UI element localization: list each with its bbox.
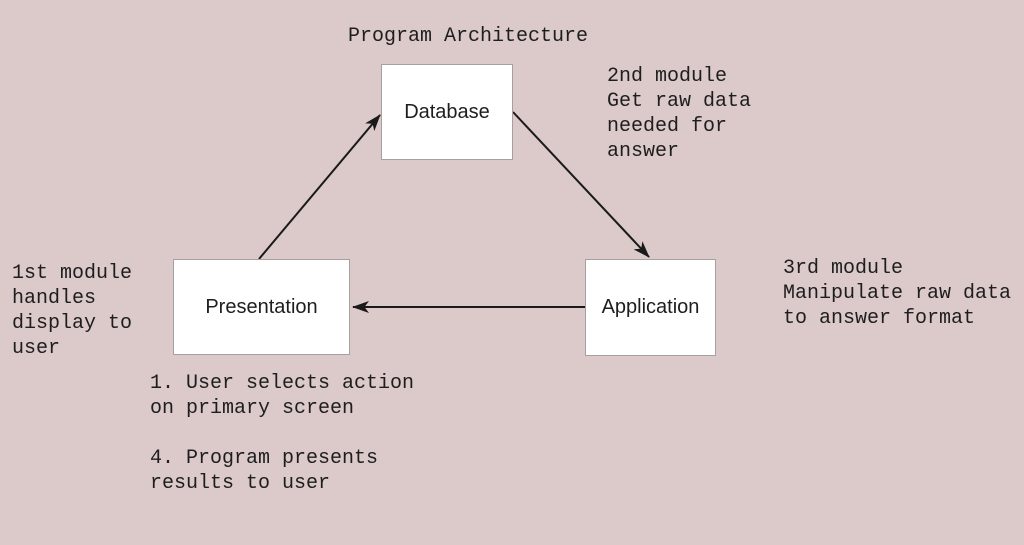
node-application: Application xyxy=(585,259,716,356)
annotation-step1: 1. User selects action on primary screen xyxy=(150,372,415,420)
annotation-module2: 2nd module Get raw data needed for answe… xyxy=(607,65,752,163)
node-database-label: Database xyxy=(404,100,490,123)
annotation-step4: 4. Program presents results to user xyxy=(150,447,379,495)
node-database: Database xyxy=(381,64,513,160)
node-application-label: Application xyxy=(601,296,700,318)
node-presentation: Presentation xyxy=(173,259,350,355)
annotation-module3: 3rd module Manipulate raw data to answer… xyxy=(783,257,1012,330)
annotation-module1: 1st module handles display to user xyxy=(12,262,133,360)
node-presentation-label: Presentation xyxy=(205,295,318,318)
arrow-presentation-to-database xyxy=(258,114,381,260)
diagram-title: Program Architecture xyxy=(348,25,589,48)
